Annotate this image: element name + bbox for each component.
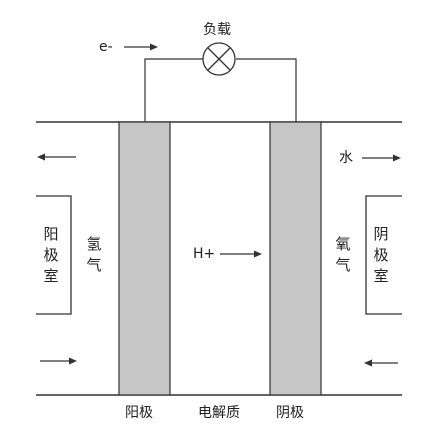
cathode-wire <box>236 58 297 122</box>
hydrogen-outflow-arrow-icon <box>37 153 76 161</box>
hydrogen-inflow-arrow-icon <box>40 357 77 365</box>
electron-arrow-icon <box>124 43 158 51</box>
load-label: 负载 <box>203 22 231 38</box>
anode-wire <box>144 58 203 122</box>
anode-electrode <box>118 121 171 396</box>
anode-chamber-label: 阳极室 <box>43 225 59 285</box>
cathode-label: 阴极 <box>276 405 304 421</box>
anode-chamber-bracket <box>36 195 72 315</box>
cathode-chamber-label: 阴极室 <box>373 225 389 285</box>
anode-label: 阳极 <box>125 405 153 421</box>
oxygen-inflow-arrow-icon <box>364 359 398 367</box>
load-symbol-icon <box>202 42 236 76</box>
hydrogen-label: 氢气 <box>86 235 102 274</box>
oxygen-label: 氧气 <box>335 235 351 274</box>
water-outflow-arrow-icon <box>362 154 401 162</box>
electron-label: e- <box>99 39 113 55</box>
proton-arrow-icon <box>220 250 262 258</box>
water-label: 水 <box>339 150 353 166</box>
cathode-electrode <box>269 121 322 396</box>
cathode-chamber-bracket <box>365 195 402 315</box>
proton-label: H+ <box>193 246 216 262</box>
electrolyte-label: 电解质 <box>198 405 240 421</box>
